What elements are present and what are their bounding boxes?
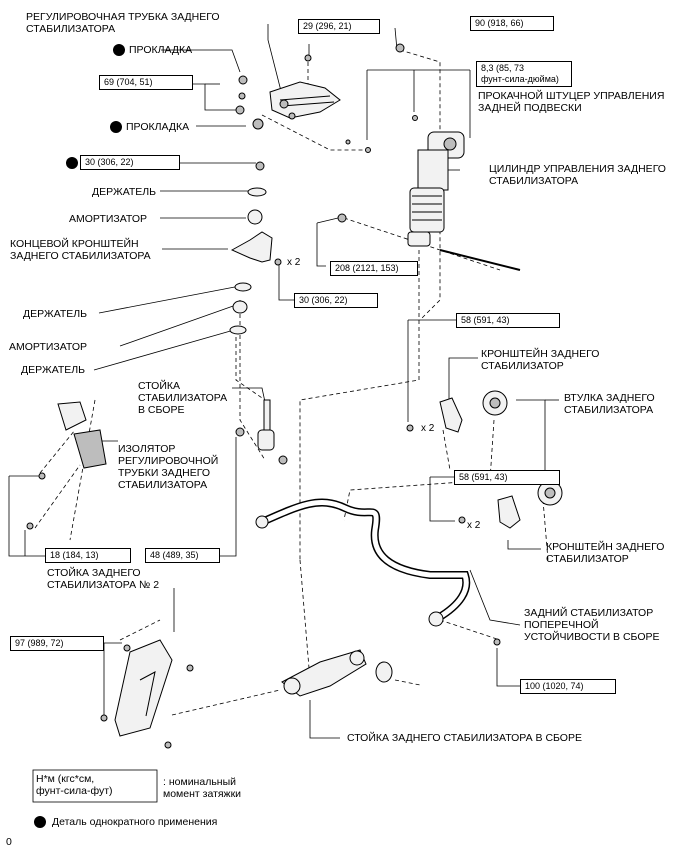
leader-t18 (8, 476, 45, 557)
gaskets-bolts (235, 43, 418, 223)
link-assy-part (235, 399, 288, 465)
leader-stabilizer (469, 569, 521, 626)
multiplier-x2: x 2 (287, 257, 301, 268)
torque-58a: 58 (591, 43) (456, 313, 560, 328)
torque-90: 90 (918, 66) (470, 16, 554, 31)
torque-18: 18 (184, 13) (45, 548, 131, 563)
leader-regulating-tube (267, 24, 283, 96)
leader-t30b (278, 263, 294, 301)
bolt-208 (439, 249, 521, 271)
label-gasket-1: ПРОКЛАДКА (129, 44, 193, 56)
torque-30a: 30 (306, 22) (80, 155, 180, 170)
stabilizer-bar-part (258, 498, 471, 622)
label-damper-2: АМОРТИЗАТОР (9, 341, 88, 353)
torque-48: 48 (489, 35) (145, 548, 220, 563)
torque-208: 208 (2121, 153) (330, 261, 418, 276)
leader-strut-assy (309, 700, 340, 739)
single-use-mark (113, 44, 125, 56)
leader-t208 (316, 223, 326, 267)
leader-damper-2 (119, 304, 237, 347)
label-gasket-2: ПРОКЛАДКА (126, 121, 190, 133)
torque-30b: 30 (306, 22) (294, 293, 378, 308)
label-holder-3: ДЕРЖАТЕЛЬ (21, 364, 86, 376)
leader-t100 (496, 648, 520, 687)
leader-holder-2 (98, 285, 241, 314)
label-damper-1: АМОРТИЗАТОР (69, 213, 148, 225)
legend-box-outline (32, 769, 158, 803)
leader-link-assy (232, 387, 266, 403)
footer-code: 0 (6, 836, 12, 848)
legend-unit: Н*м (кгс*см,фунт-сила-фут) (36, 773, 113, 797)
leader-holder-3 (93, 329, 235, 371)
control-cylinder-part (407, 131, 465, 247)
label-holder-2: ДЕРЖАТЕЛЬ (23, 308, 88, 320)
insulator-part (26, 401, 107, 530)
holders-dampers (229, 187, 282, 335)
single-use-mark (110, 121, 122, 133)
leader-bracket-1 (448, 357, 478, 370)
torque-29: 29 (296, 21) (298, 19, 380, 34)
leader-t48 (220, 437, 237, 557)
torque-100: 100 (1020, 74) (520, 679, 616, 694)
label-strut-assy: СТОЙКА ЗАДНЕГО СТАБИЛИЗАТОРА В СБОРЕ (347, 732, 582, 744)
leader-gasket-1 (161, 49, 241, 73)
multiplier-x2: x 2 (421, 423, 435, 434)
torque-69: 69 (704, 51) (99, 75, 193, 90)
link-no2-part (100, 639, 194, 749)
torque-97: 97 (989, 72) (10, 636, 104, 651)
leader-bracket-2 (507, 540, 541, 550)
regulating-tube-part (269, 81, 341, 120)
multiplier-x2: x 2 (467, 520, 481, 531)
label-holder-1: ДЕРЖАТЕЛЬ (92, 186, 157, 198)
single-use-mark (66, 157, 78, 169)
strut-assy-part (281, 638, 501, 697)
legend-single-use: Деталь однократного применения (52, 816, 218, 828)
torque-58b: 58 (591, 43) (454, 470, 560, 485)
single-use-legend-mark (34, 816, 46, 828)
